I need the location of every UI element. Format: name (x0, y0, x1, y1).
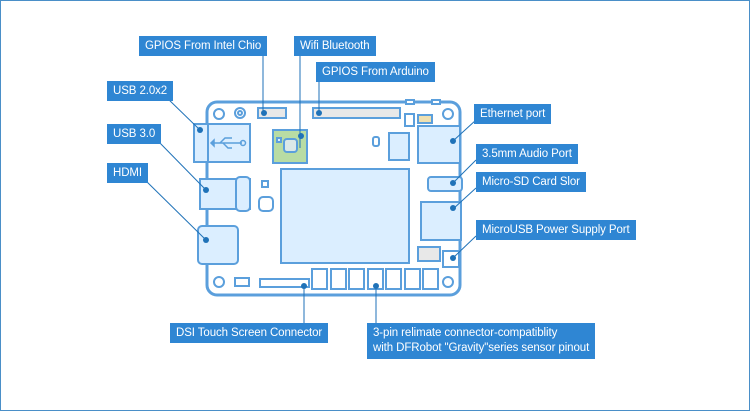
leader-line (452, 159, 477, 184)
board-tab (405, 99, 415, 105)
label-ethernet: Ethernet port (474, 104, 552, 124)
pointer-dot (450, 180, 456, 186)
pointer-dot (203, 187, 209, 193)
pointer-dot (373, 283, 379, 289)
wifi-chip-core (283, 138, 298, 153)
wifi-chip-pad (276, 137, 282, 143)
pointer-dot (298, 133, 304, 139)
button-center (237, 110, 243, 116)
pointer-dot (203, 237, 209, 243)
pointer-dot (316, 110, 322, 116)
pointer-dot (301, 283, 307, 289)
leader-line (452, 119, 477, 142)
component (261, 180, 269, 188)
label-usb2: USB 2.0x2 (107, 81, 174, 101)
leader-line (164, 95, 201, 131)
pointer-dot (450, 255, 456, 261)
label-wifi-bluetooth: Wifi Bluetooth (294, 36, 376, 56)
leader-line (452, 187, 477, 210)
pointer-dot (261, 110, 267, 116)
label-gravity-line2: with DFRobot "Gravity"series sensor pino… (373, 342, 590, 354)
label-usb3: USB 3.0 (107, 124, 162, 144)
dsi-connector (259, 278, 310, 288)
component (404, 113, 415, 127)
mounting-hole (213, 276, 225, 288)
component (417, 246, 441, 262)
mounting-hole (442, 108, 454, 120)
pointer-dot (450, 205, 456, 211)
leader-line (142, 177, 207, 241)
pointer-dot (450, 138, 456, 144)
label-gravity: 3-pin relimate connector-compatiblity wi… (367, 323, 596, 359)
component (372, 136, 380, 147)
gpio-arduino-header (312, 107, 401, 119)
label-hdmi: HDMI (107, 163, 148, 183)
component (234, 277, 250, 287)
label-gpios-arduino: GPIOS From Arduino (316, 62, 435, 82)
component (258, 196, 274, 212)
mounting-hole (442, 276, 454, 288)
ethernet-port (417, 125, 461, 164)
label-microsd: Micro-SD Card Slor (476, 172, 586, 192)
label-gravity-line1: 3-pin relimate connector-compatiblity (373, 327, 558, 339)
board-tab (431, 99, 441, 105)
main-processor (280, 168, 410, 264)
leader-line (156, 139, 207, 191)
gpio-intel-header (257, 107, 287, 119)
hdmi-port (197, 225, 239, 265)
gravity-connectors (311, 268, 439, 290)
usb-symbol-icon (209, 137, 247, 149)
label-microusb: MicroUSB Power Supply Port (476, 220, 636, 240)
label-audio: 3.5mm Audio Port (476, 144, 578, 164)
mounting-hole (213, 108, 225, 120)
usb3-port-ear (235, 176, 251, 212)
pointer-dot (197, 127, 203, 133)
component (417, 114, 433, 124)
leader-line (452, 235, 477, 259)
ic-chip (388, 132, 410, 161)
label-gpios-intel: GPIOS From Intel Chio (139, 36, 268, 56)
label-dsi: DSI Touch Screen Connector (170, 323, 329, 343)
